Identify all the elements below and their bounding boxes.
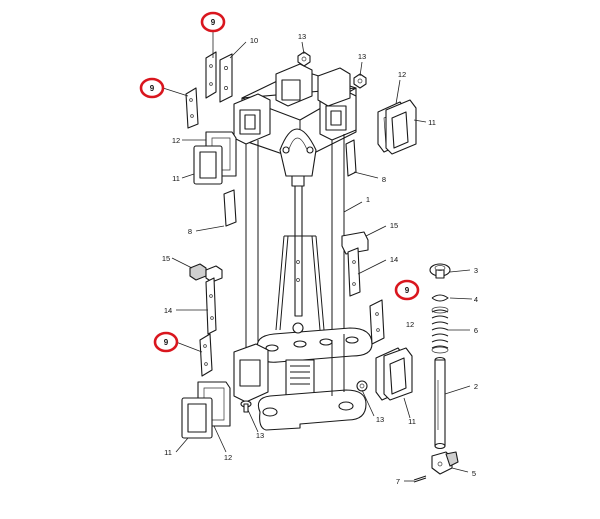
part-6-spring: [431, 306, 449, 354]
callout-12-upper-left: 12: [172, 136, 180, 145]
callout-9-top: 9: [211, 18, 216, 27]
callout-12-lower-left: 12: [224, 453, 232, 462]
callout-9-right: 9: [405, 286, 410, 295]
callout-13-top-left: 13: [298, 32, 306, 41]
callout-2: 2: [474, 382, 478, 391]
part-8-bar-left: [223, 189, 237, 227]
part-14-bracket-right: [347, 247, 361, 297]
callout-15-right: 15: [390, 221, 398, 230]
leader-lines: [162, 32, 473, 482]
part-15-block-right: [341, 231, 369, 255]
callout-4: 4: [474, 295, 478, 304]
callout-9-lower-left: 9: [164, 338, 169, 347]
callout-13-lower-right: 13: [376, 415, 384, 424]
callout-10: 10: [250, 36, 258, 45]
highlight-ring-9-lower-left: [153, 331, 179, 353]
callout-9-left: 9: [150, 84, 155, 93]
callout-6: 6: [474, 326, 478, 335]
callout-1: 1: [366, 195, 370, 204]
callout-7: 7: [396, 477, 400, 486]
part-8-bar-right: [345, 139, 357, 177]
part-7-roll-pin: [413, 475, 427, 483]
part-9-plate-top: [205, 51, 217, 99]
callout-11-lower-left: 11: [164, 448, 172, 457]
callout-11-upper-right: 11: [428, 118, 436, 127]
part-15-block-left: [189, 263, 223, 283]
part-9-plate-left: [185, 87, 199, 129]
main-frame: [233, 63, 373, 431]
highlight-rings: [139, 11, 420, 353]
part-11-frame-lower-left: [181, 397, 213, 439]
callout-8-left: 8: [188, 227, 192, 236]
part-14-bracket-left: [205, 277, 217, 335]
part-11-frame-upper-right: [385, 99, 417, 155]
callout-8-right: 8: [382, 175, 386, 184]
callout-14-right: 14: [390, 255, 398, 264]
callout-12-mid-right: 12: [406, 320, 414, 329]
part-13-nut-lower-left: [240, 400, 252, 413]
callout-14-left: 14: [164, 306, 172, 315]
part-13-nut-lower-right: [356, 380, 368, 392]
highlight-ring-9-left: [139, 77, 165, 99]
callout-5: 5: [472, 469, 476, 478]
part-11-frame-mid-right: [383, 347, 413, 401]
callout-11-lower-right: 11: [408, 417, 416, 426]
callout-labels: 9 10 13 13 9 12 11 12 11 8 8 1 15 14 15 …: [150, 18, 478, 486]
part-3-knob: [429, 263, 451, 279]
callout-13-lower-left: 13: [256, 431, 264, 440]
callout-15-left: 15: [162, 254, 170, 263]
highlight-ring-9-top: [200, 11, 226, 33]
callout-3: 3: [474, 266, 478, 275]
part-2-pin: [434, 356, 446, 450]
highlight-ring-9-right: [394, 279, 420, 301]
part-9-plate-right: [369, 299, 385, 345]
callout-11-upper-left: 11: [172, 174, 180, 183]
part-4-snap-ring: [431, 294, 449, 302]
part-5-cam: [431, 451, 459, 475]
part-10-plate: [219, 53, 233, 103]
part-9-plate-lower-left: [199, 333, 213, 377]
part-13-nut-top-right: [353, 73, 367, 89]
callout-12-upper-right: 12: [398, 70, 406, 79]
callout-13-top-right: 13: [358, 52, 366, 61]
part-11-frame-upper-left: [193, 145, 223, 185]
